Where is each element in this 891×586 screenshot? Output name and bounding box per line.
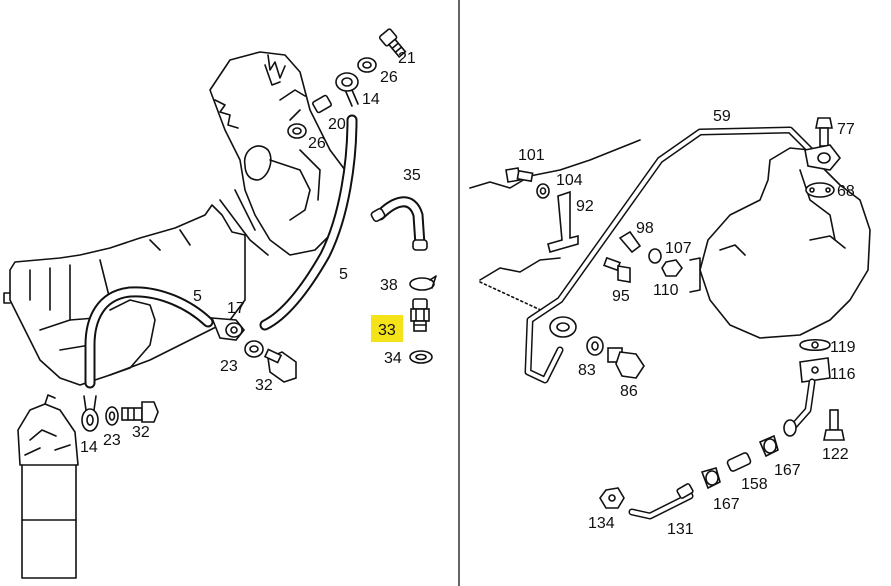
callout-116[interactable]: 116 bbox=[830, 366, 856, 383]
oil-hose-5-long bbox=[259, 114, 358, 331]
callout-17[interactable]: 17 bbox=[227, 300, 245, 317]
banjo-fitting-14-top bbox=[335, 72, 359, 107]
highlight-box-33 bbox=[371, 315, 403, 342]
pressure-switch-33 bbox=[410, 298, 430, 332]
callout-23-bottom[interactable]: 23 bbox=[103, 432, 121, 449]
callout-26[interactable]: 26 bbox=[380, 69, 398, 86]
pipe-131 bbox=[628, 483, 694, 520]
oil-pipe-59 bbox=[524, 126, 819, 384]
flange-116 bbox=[799, 357, 831, 383]
callout-98[interactable]: 98 bbox=[636, 220, 654, 237]
callout-134[interactable]: 134 bbox=[588, 515, 615, 532]
nut-110 bbox=[661, 259, 683, 277]
washer-23-bottom bbox=[105, 406, 119, 426]
callout-14-bottom[interactable]: 14 bbox=[80, 439, 98, 456]
callout-5-loop[interactable]: 5 bbox=[193, 288, 202, 305]
callout-107[interactable]: 107 bbox=[665, 240, 692, 257]
washer-107 bbox=[648, 248, 662, 264]
callout-32-bottom[interactable]: 32 bbox=[132, 424, 150, 441]
fitting-26-mid bbox=[287, 94, 332, 139]
engine-block-left bbox=[3, 51, 346, 386]
washer-26-top bbox=[357, 57, 377, 73]
callout-34[interactable]: 34 bbox=[384, 350, 402, 367]
callout-33[interactable]: 33 bbox=[378, 322, 396, 339]
callout-14[interactable]: 14 bbox=[362, 91, 380, 108]
callout-23[interactable]: 23 bbox=[220, 358, 238, 375]
banjo-fitting-17 bbox=[210, 317, 246, 341]
bolt-77 bbox=[815, 117, 833, 147]
banjo-fitting-pipe bbox=[549, 316, 577, 338]
callout-131[interactable]: 131 bbox=[667, 521, 694, 538]
callout-110[interactable]: 110 bbox=[653, 282, 679, 299]
callout-101[interactable]: 101 bbox=[518, 147, 545, 164]
clip-98 bbox=[618, 230, 642, 254]
oil-pump-housing bbox=[689, 147, 871, 339]
gasket-119 bbox=[799, 338, 831, 352]
pipe-end-fitting bbox=[804, 144, 842, 171]
callout-167-lower[interactable]: 167 bbox=[713, 496, 740, 513]
gasket-68 bbox=[805, 182, 835, 198]
washer-23 bbox=[244, 340, 264, 358]
callout-119[interactable]: 119 bbox=[830, 339, 856, 356]
bolt-101 bbox=[505, 167, 534, 183]
callout-158[interactable]: 158 bbox=[741, 476, 768, 493]
fitting-167-upper bbox=[758, 434, 779, 458]
callout-104[interactable]: 104 bbox=[556, 172, 583, 189]
banjo-bolt-21 bbox=[378, 28, 407, 58]
bolt-95 bbox=[603, 256, 631, 283]
callout-77[interactable]: 77 bbox=[837, 121, 855, 138]
nut-134 bbox=[599, 487, 625, 509]
pipe-116 bbox=[783, 378, 816, 437]
callout-20[interactable]: 20 bbox=[328, 116, 346, 133]
callout-32[interactable]: 32 bbox=[255, 377, 273, 394]
hose-35 bbox=[370, 196, 428, 251]
reference-lines bbox=[469, 139, 641, 313]
callout-59[interactable]: 59 bbox=[713, 108, 731, 125]
callout-68[interactable]: 68 bbox=[837, 183, 855, 200]
callout-35[interactable]: 35 bbox=[403, 167, 421, 184]
fitting-167-lower bbox=[700, 467, 721, 490]
oil-hose-5-loop bbox=[84, 286, 214, 389]
callout-167-upper[interactable]: 167 bbox=[774, 462, 801, 479]
oil-filter-canister bbox=[17, 394, 79, 579]
washer-83 bbox=[586, 336, 604, 356]
washer-104 bbox=[536, 183, 550, 199]
bolt-122 bbox=[823, 409, 845, 441]
callout-95[interactable]: 95 bbox=[612, 288, 630, 305]
callout-38[interactable]: 38 bbox=[380, 277, 398, 294]
callout-122[interactable]: 122 bbox=[822, 446, 849, 463]
sleeve-158 bbox=[726, 452, 752, 472]
clamp-38 bbox=[409, 275, 437, 291]
washer-34 bbox=[409, 350, 433, 364]
callout-5[interactable]: 5 bbox=[339, 266, 348, 283]
banjo-fitting-14-bottom bbox=[81, 395, 99, 432]
bolt-32 bbox=[263, 348, 297, 383]
bolt-32-bottom bbox=[121, 401, 159, 423]
bracket-92 bbox=[547, 190, 579, 253]
callout-92[interactable]: 92 bbox=[576, 198, 594, 215]
bolt-86 bbox=[607, 347, 645, 379]
callout-26-mid[interactable]: 26 bbox=[308, 135, 326, 152]
callout-86[interactable]: 86 bbox=[620, 383, 638, 400]
callout-83[interactable]: 83 bbox=[578, 362, 596, 379]
callout-21[interactable]: 21 bbox=[398, 50, 416, 67]
